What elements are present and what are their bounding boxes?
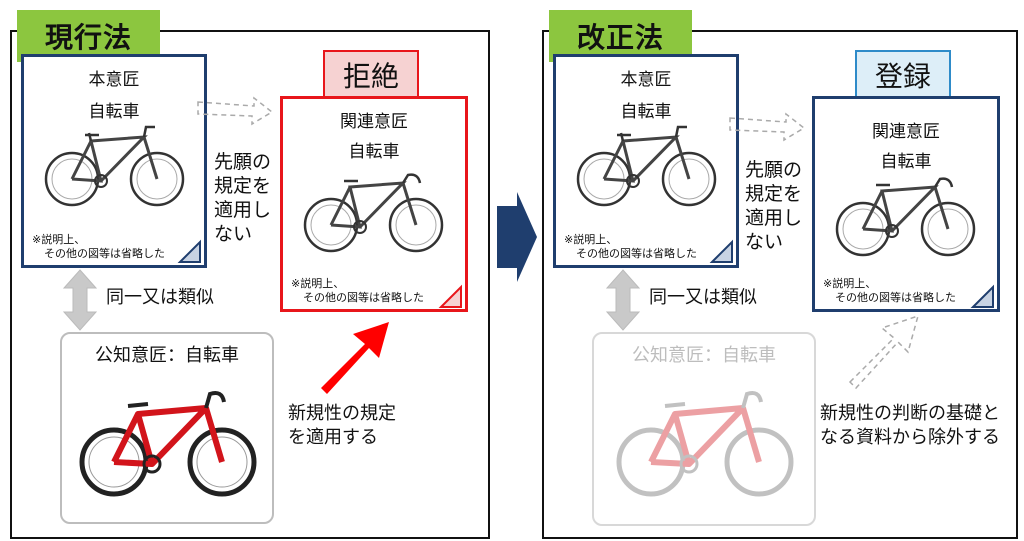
page-curl-icon [437, 283, 463, 309]
revised-law-title: 改正法 [549, 10, 692, 62]
public-design-box: 公知意匠：自転車 [592, 332, 816, 526]
public-design-label: 公知意匠：自転車 [632, 345, 776, 366]
current-law-title: 現行法 [17, 10, 160, 62]
doc-note-line2: その他の図等は省略した [576, 247, 697, 260]
doc-article: 自転車 [88, 102, 140, 122]
register-stamp: 登録 [855, 50, 951, 100]
public-design-label: 公知意匠：自転車 [95, 345, 239, 366]
double-arrow-icon [62, 269, 98, 331]
revised-original-design-doc: 本意匠 自転車 ※説明上、 その他の図等は省略した [553, 54, 739, 268]
doc-note-line2: その他の図等は省略した [44, 247, 165, 260]
dashed-arrow-icon [729, 112, 806, 142]
prior-rule-text: 先願の 規定を 適用し ない [214, 151, 272, 245]
novelty-text: 新規性の判断の基礎と なる資料から除外する [820, 403, 1000, 448]
faded-red-bicycle-drawing [616, 391, 794, 497]
bicycle-drawing [44, 125, 185, 207]
bicycle-drawing [576, 125, 717, 207]
doc-article: 自転車 [348, 142, 400, 162]
transition-arrow-icon [497, 192, 537, 282]
prior-rule-text: 先願の 規定を 適用し ない [745, 159, 803, 253]
doc-label: 関連意匠 [872, 122, 940, 142]
bicycle-drawing [835, 177, 976, 257]
doc-label: 本意匠 [88, 70, 140, 90]
current-related-design-doc: 関連意匠 自転車 ※説明上、 その他の図等は省略した [280, 96, 468, 312]
page-curl-icon [176, 238, 202, 264]
doc-article: 自転車 [620, 102, 672, 122]
doc-note-line1: ※説明上、 [291, 277, 345, 290]
doc-label: 関連意匠 [340, 112, 408, 132]
bicycle-drawing [303, 173, 444, 253]
doc-note-line2: その他の図等は省略した [835, 291, 956, 304]
reject-stamp: 拒絶 [323, 50, 419, 100]
page-curl-icon [969, 283, 995, 309]
doc-label: 本意匠 [620, 70, 672, 90]
doc-note-line1: ※説明上、 [564, 233, 618, 246]
dashed-arrow-up-icon [848, 314, 920, 390]
doc-article: 自転車 [880, 152, 932, 172]
doc-note-line2: その他の図等は省略した [303, 291, 424, 304]
doc-note-line1: ※説明上、 [823, 277, 877, 290]
page-curl-icon [708, 238, 734, 264]
red-bicycle-drawing [79, 391, 257, 497]
similarity-label: 同一又は類似 [649, 287, 757, 308]
revised-related-design-doc: 関連意匠 自転車 ※説明上、 その他の図等は省略した [812, 96, 1000, 312]
current-original-design-doc: 本意匠 自転車 ※説明上、 その他の図等は省略した [21, 54, 207, 268]
double-arrow-icon [605, 269, 641, 331]
dashed-arrow-icon [197, 96, 274, 126]
similarity-label: 同一又は類似 [106, 287, 214, 308]
red-arrow-icon [321, 322, 389, 394]
novelty-text: 新規性の規定 を適用する [288, 403, 396, 448]
public-design-box: 公知意匠：自転車 [60, 332, 274, 524]
doc-note-line1: ※説明上、 [32, 233, 86, 246]
